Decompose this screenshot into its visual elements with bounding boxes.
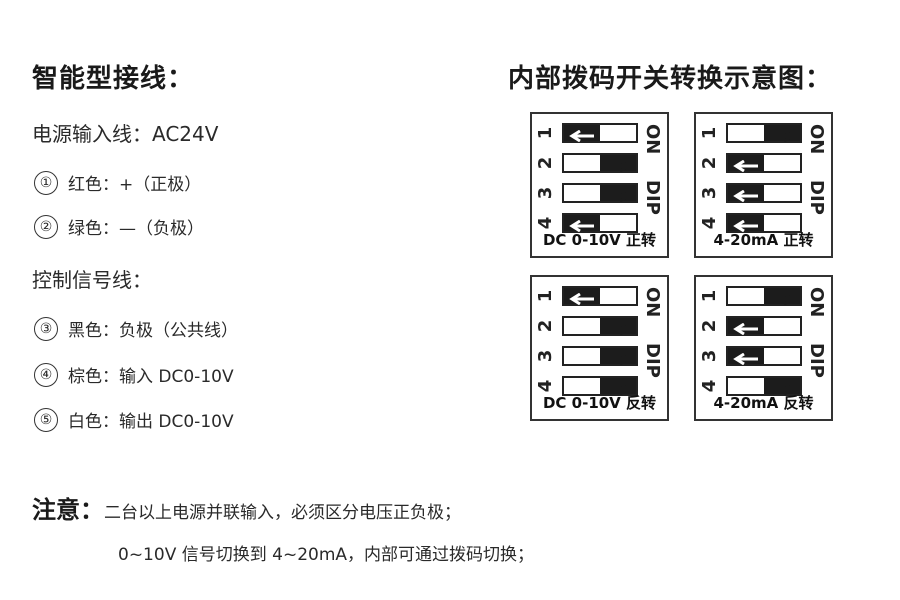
- arrow-right-icon: [768, 127, 796, 143]
- dip-panel-3: 1 2 3 4 ON DIP DC 0-10V 反转: [530, 275, 669, 421]
- number-badge: ①: [34, 171, 58, 195]
- dip-switch-3: 3: [535, 345, 640, 367]
- dip-switch-1: 1: [535, 122, 640, 144]
- arrow-right-icon: [768, 380, 796, 396]
- note-line-2: 0~10V 信号切换到 4~20mA，内部可通过拨码切换；: [118, 545, 535, 565]
- dip-switch-body: [562, 346, 638, 366]
- on-label: ON: [806, 124, 827, 155]
- dip-panel-caption: DC 0-10V 正转: [542, 231, 657, 249]
- dip-switch-3: 3: [535, 182, 640, 204]
- arrow-right-icon: [604, 157, 632, 173]
- power-item-text: 红色：+（正极）: [68, 175, 202, 195]
- control-item-text: 黑色：负极（公共线）: [68, 321, 238, 341]
- dip-switch-3: 3: [699, 182, 804, 204]
- arrow-right-icon: [604, 320, 632, 336]
- dip-label: DIP: [806, 343, 827, 378]
- dip-switch-number: 2: [535, 156, 556, 170]
- dip-switch-2: 2: [535, 315, 640, 337]
- arrow-right-icon: [604, 187, 632, 203]
- number-badge: ⑤: [34, 408, 58, 432]
- dip-switch-number: 1: [699, 126, 720, 140]
- control-item-brown: ④ 棕色：输入 DC0-10V: [34, 362, 234, 389]
- dip-switch-body: [726, 346, 802, 366]
- dip-switch-4: 4: [699, 212, 804, 234]
- dip-switch-1: 1: [699, 122, 804, 144]
- arrow-left-icon: [568, 290, 596, 306]
- dip-switch-body: [562, 123, 638, 143]
- control-item-black: ③ 黑色：负极（公共线）: [34, 316, 238, 343]
- dip-switch-4: 4: [535, 212, 640, 234]
- arrow-left-icon: [732, 157, 760, 173]
- on-label: ON: [806, 287, 827, 318]
- dip-switch-1: 1: [535, 285, 640, 307]
- dip-switch-1: 1: [699, 285, 804, 307]
- dip-switch-body: [726, 316, 802, 336]
- arrow-right-icon: [768, 290, 796, 306]
- dip-label: DIP: [642, 180, 663, 215]
- dip-switch-body: [562, 213, 638, 233]
- dip-switch-3: 3: [699, 345, 804, 367]
- dip-switch-number: 2: [699, 319, 720, 333]
- dip-switch-number: 2: [535, 319, 556, 333]
- dip-panel-1: 1 2 3 4 ON DIP DC 0-10V 正转: [530, 112, 669, 258]
- note-title: 注意：: [32, 496, 104, 524]
- dip-switch-number: 3: [699, 186, 720, 200]
- dip-switch-number: 3: [699, 349, 720, 363]
- control-item-white: ⑤ 白色：输出 DC0-10V: [34, 407, 234, 434]
- dip-switch-number: 2: [699, 156, 720, 170]
- control-item-text: 白色：输出 DC0-10V: [68, 412, 234, 432]
- dip-switch-number: 3: [535, 186, 556, 200]
- dip-switch-number: 1: [535, 289, 556, 303]
- dip-panel-2: 1 2 3 4 ON DIP 4-20mA 正转: [694, 112, 833, 258]
- wiring-title: 智能型接线：: [32, 64, 195, 94]
- dip-switch-2: 2: [699, 152, 804, 174]
- dip-switch-4: 4: [699, 375, 804, 397]
- dip-diagram-title: 内部拨码开关转换示意图：: [508, 64, 833, 94]
- arrow-left-icon: [732, 320, 760, 336]
- dip-switch-body: [726, 153, 802, 173]
- on-label: ON: [642, 287, 663, 318]
- note-line-1: 二台以上电源并联输入，必须区分电压正负极；: [104, 503, 461, 523]
- dip-label: DIP: [806, 180, 827, 215]
- dip-switch-body: [726, 213, 802, 233]
- dip-switch-body: [562, 183, 638, 203]
- arrow-left-icon: [732, 350, 760, 366]
- note-block: 注意：二台以上电源并联输入，必须区分电压正负极；: [32, 490, 461, 525]
- power-item-red: ① 红色：+（正极）: [34, 170, 201, 197]
- dip-switch-body: [562, 316, 638, 336]
- dip-label: DIP: [642, 343, 663, 378]
- power-item-green: ② 绿色：—（负极）: [34, 214, 204, 241]
- dip-panel-caption: 4-20mA 反转: [713, 394, 814, 412]
- dip-switch-number: 1: [535, 126, 556, 140]
- arrow-left-icon: [568, 127, 596, 143]
- dip-panel-4: 1 2 3 4 ON DIP 4-20mA 反转: [694, 275, 833, 421]
- dip-switch-4: 4: [535, 375, 640, 397]
- arrow-right-icon: [604, 350, 632, 366]
- number-badge: ③: [34, 317, 58, 341]
- dip-switch-number: 3: [535, 349, 556, 363]
- dip-switch-body: [562, 376, 638, 396]
- arrow-left-icon: [732, 217, 760, 233]
- dip-switch-body: [562, 286, 638, 306]
- dip-switch-number: 1: [699, 289, 720, 303]
- dip-switch-body: [726, 286, 802, 306]
- dip-switch-2: 2: [699, 315, 804, 337]
- dip-switch-body: [726, 376, 802, 396]
- control-item-text: 棕色：输入 DC0-10V: [68, 367, 234, 387]
- dip-switch-body: [562, 153, 638, 173]
- control-signal-line: 控制信号线：: [32, 268, 152, 292]
- dip-panel-caption: 4-20mA 正转: [713, 231, 814, 249]
- arrow-left-icon: [568, 217, 596, 233]
- dip-switch-2: 2: [535, 152, 640, 174]
- on-label: ON: [642, 124, 663, 155]
- power-input-line: 电源输入线：AC24V: [32, 122, 219, 146]
- dip-switch-body: [726, 123, 802, 143]
- number-badge: ②: [34, 215, 58, 239]
- power-item-text: 绿色：—（负极）: [68, 219, 204, 239]
- dip-panel-caption: DC 0-10V 反转: [542, 394, 657, 412]
- arrow-left-icon: [732, 187, 760, 203]
- number-badge: ④: [34, 363, 58, 387]
- dip-switch-body: [726, 183, 802, 203]
- arrow-right-icon: [604, 380, 632, 396]
